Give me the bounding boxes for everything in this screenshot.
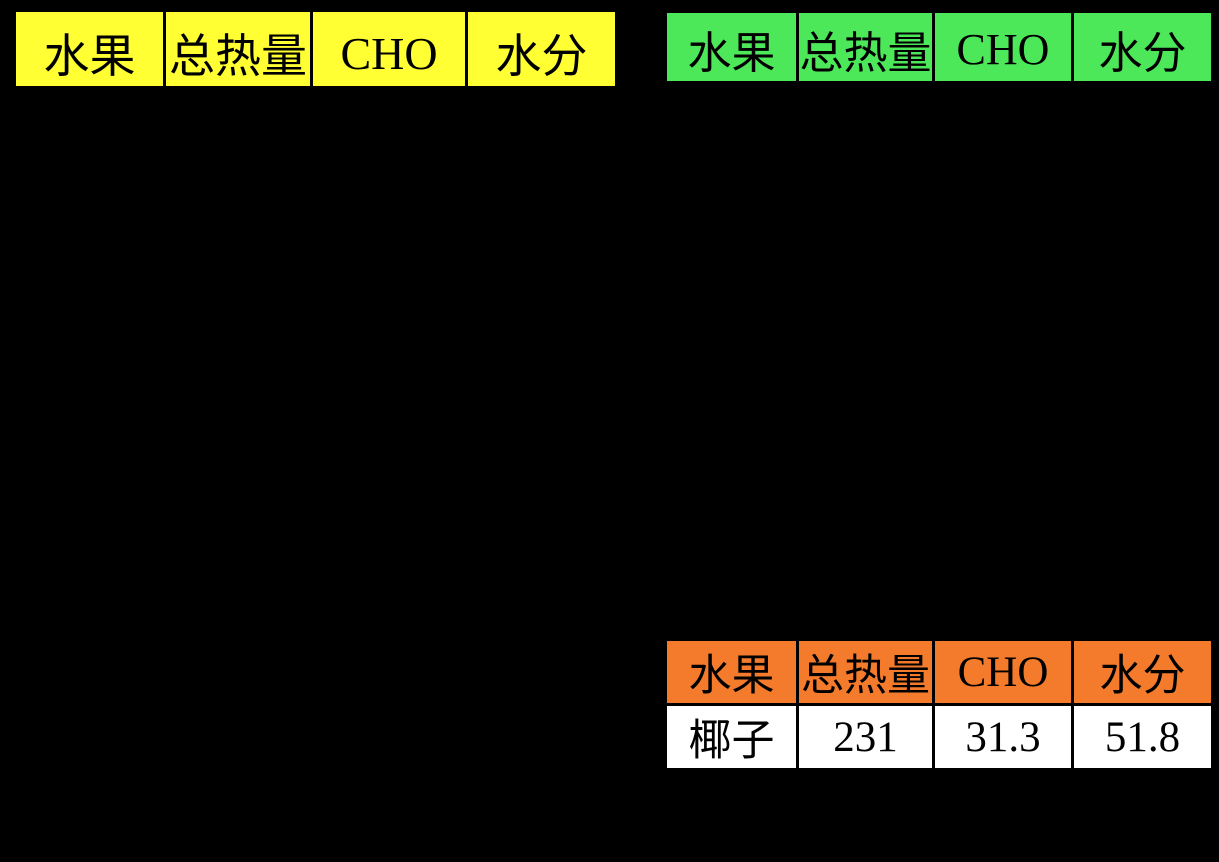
- data-cell-fruit-name: 椰子: [664, 703, 799, 771]
- data-cell-cho: 31.3: [932, 703, 1074, 771]
- green-header-row: 水果 总热量 CHO 水分: [664, 10, 1214, 84]
- orange-header-row: 水果 总热量 CHO 水分: [664, 638, 1214, 706]
- green-header-cell-water: 水分: [1071, 10, 1214, 84]
- orange-header-cell-cho: CHO: [932, 638, 1074, 706]
- yellow-header-cell-fruit: 水果: [13, 9, 166, 89]
- green-header-cell-cho: CHO: [932, 10, 1074, 84]
- green-header-table: 水果 总热量 CHO 水分: [664, 10, 1214, 84]
- data-cell-calories: 231: [796, 703, 935, 771]
- yellow-header-cell-water: 水分: [465, 9, 618, 89]
- yellow-header-cell-cho: CHO: [310, 9, 468, 89]
- data-cell-water: 51.8: [1071, 703, 1214, 771]
- orange-data-table: 水果 总热量 CHO 水分 椰子 231 31.3 51.8: [664, 638, 1214, 771]
- orange-data-row: 椰子 231 31.3 51.8: [664, 703, 1214, 771]
- orange-header-cell-fruit: 水果: [664, 638, 799, 706]
- green-header-cell-fruit: 水果: [664, 10, 799, 84]
- yellow-header-row: 水果 总热量 CHO 水分: [13, 9, 618, 89]
- yellow-header-cell-calories: 总热量: [163, 9, 313, 89]
- yellow-header-table: 水果 总热量 CHO 水分: [13, 9, 618, 89]
- green-header-cell-calories: 总热量: [796, 10, 935, 84]
- orange-header-cell-calories: 总热量: [796, 638, 935, 706]
- orange-header-cell-water: 水分: [1071, 638, 1214, 706]
